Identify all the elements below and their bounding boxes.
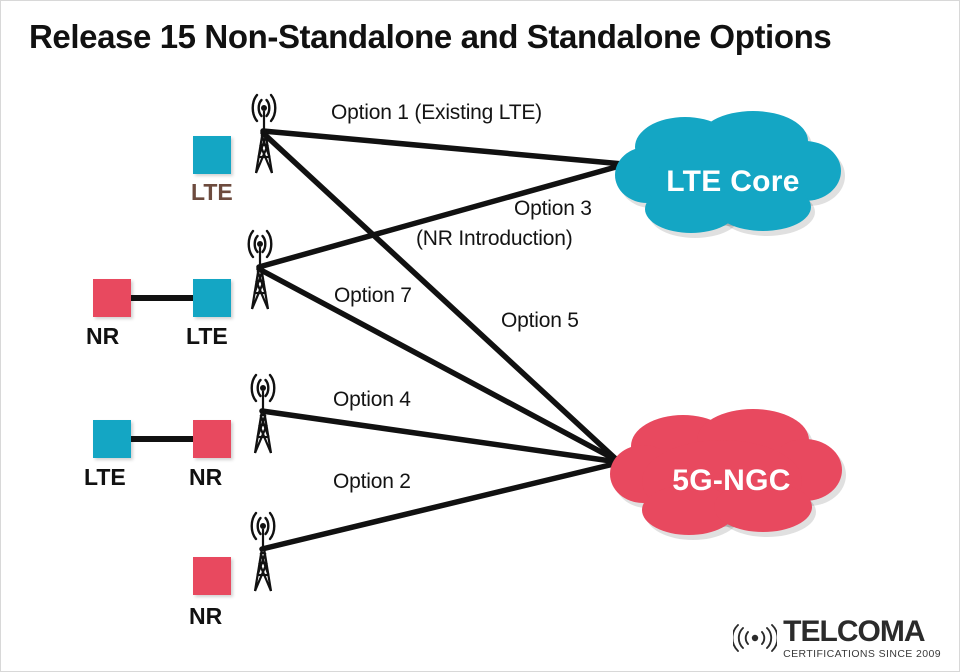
cell-tower-icon-row2 [233,223,287,313]
cloud-label-lte-core: LTE Core [666,165,800,198]
edge-option4-ngc [259,408,621,465]
node-label-nr-row3: NR [189,464,223,490]
link-bar-row3 [131,436,193,442]
link-bar-row2 [131,295,193,301]
node-box-lte-row2 [193,279,231,317]
cloud-lte-core [613,109,853,244]
option-label-3-line1: Option 3 [514,197,592,220]
node-label-lte-row2: LTE [186,323,228,349]
cell-tower-icon-row4 [236,505,290,595]
edge-option1-lte-core [260,128,626,167]
edge-option5-ngc [260,130,621,464]
option-label-7: Option 7 [334,284,412,307]
option-label-5: Option 5 [501,309,579,332]
node-box-nr-row2 [93,279,131,317]
node-box-nr-row4 [193,557,231,595]
node-label-nr-row4: NR [189,603,223,629]
node-box-lte-row1 [193,136,231,174]
signal-wave-icon [731,622,779,654]
logo-name: TELCOMA [783,614,925,648]
node-box-nr-row3 [193,420,231,458]
logo-tagline: CERTIFICATIONS SINCE 2009 [783,647,941,660]
cloud-5g-ngc [609,406,854,546]
option-label-1: Option 1 (Existing LTE) [331,101,542,124]
page-title: Release 15 Non-Standalone and Standalone… [29,18,832,55]
cell-tower-icon-row3 [236,367,290,457]
cloud-label-5g-ngc: 5G-NGC [672,464,791,497]
node-label-nr-row2: NR [86,323,120,349]
node-label-lte-row1: LTE [191,179,233,205]
edge-option7-ngc [256,266,621,464]
node-label-lte-row3: LTE [84,464,126,490]
option-label-4: Option 4 [333,388,411,411]
node-box-lte-row3 [93,420,131,458]
edge-option2-ngc [259,460,621,552]
cell-tower-icon-row1 [237,87,291,177]
option-label-2: Option 2 [333,470,411,493]
option-label-3-line2: (NR Introduction) [416,227,573,250]
telcoma-logo: TELCOMA CERTIFICATIONS SINCE 2009 [731,614,941,660]
